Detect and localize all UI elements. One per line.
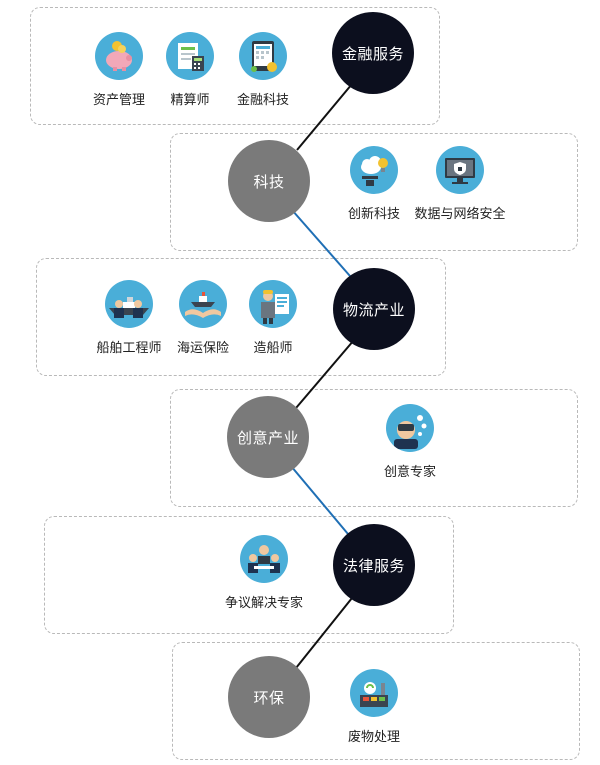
- item-dispute-resolution: 争议解决专家: [204, 535, 324, 611]
- connector-tech-logistics: [291, 209, 351, 277]
- item-fintech: 金融科技: [203, 32, 323, 108]
- item-label: 争议解决专家: [224, 596, 303, 611]
- meeting-icon: [240, 535, 288, 583]
- item-label: 船舶工程师: [96, 341, 162, 356]
- cloud-bulb-icon: [350, 146, 398, 194]
- hub-finance-services: 金融服务: [332, 12, 414, 94]
- connector-legal-environment: [295, 597, 353, 669]
- item-marine-engineer: 船舶工程师: [69, 280, 189, 356]
- item-data-security: 数据与网络安全: [400, 146, 520, 222]
- item-label: 资产管理: [92, 93, 145, 108]
- hub-label: 科技: [253, 172, 285, 191]
- item-actuary: 精算师: [130, 32, 250, 108]
- item-shipbuilder: 造船师: [213, 280, 333, 356]
- item-asset-management: 资产管理: [59, 32, 179, 108]
- tablet-finance-icon: [239, 32, 287, 80]
- item-label: 海运保险: [176, 341, 229, 356]
- connector-finance-tech: [296, 83, 353, 151]
- monitor-shield-icon: [436, 146, 484, 194]
- hub-label: 物流产业: [342, 300, 405, 319]
- hub-legal-services: 法律服务: [333, 524, 415, 606]
- shipbuilder-icon: [249, 280, 297, 328]
- panel-tech: [170, 133, 578, 251]
- panel-legal: [44, 516, 454, 634]
- item-label: 废物处理: [347, 730, 400, 745]
- item-waste-treatment: 废物处理: [314, 669, 434, 745]
- panel-logistics: [36, 258, 446, 376]
- item-label: 精算师: [170, 93, 210, 108]
- panel-creative: [170, 389, 578, 507]
- item-label: 造船师: [253, 341, 293, 356]
- hub-technology: 科技: [228, 140, 310, 222]
- item-label: 创新科技: [347, 207, 400, 222]
- ship-engineers-icon: [105, 280, 153, 328]
- hub-label: 法律服务: [342, 556, 405, 575]
- hub-logistics: 物流产业: [333, 268, 415, 350]
- ship-hands-icon: [179, 280, 227, 328]
- item-creative-expert: 创意专家: [350, 404, 470, 480]
- hub-label: 金融服务: [341, 44, 404, 63]
- connector-logistics-creative: [295, 339, 355, 409]
- item-label: 创意专家: [383, 465, 436, 480]
- panel-environment: [172, 642, 580, 760]
- item-innovation-tech: 创新科技: [314, 146, 434, 222]
- hub-creative: 创意产业: [227, 396, 309, 478]
- item-marine-insurance: 海运保险: [143, 280, 263, 356]
- hub-label: 环保: [253, 688, 285, 707]
- hub-label: 创意产业: [236, 428, 299, 447]
- hub-environment: 环保: [228, 656, 310, 738]
- vr-headset-icon: [386, 404, 434, 452]
- item-label: 数据与网络安全: [414, 207, 506, 222]
- connector-creative-legal: [290, 465, 349, 535]
- calculator-icon: [166, 32, 214, 80]
- item-label: 金融科技: [236, 93, 289, 108]
- panel-finance: [30, 7, 440, 125]
- recycling-plant-icon: [350, 669, 398, 717]
- piggy-bank-icon: [95, 32, 143, 80]
